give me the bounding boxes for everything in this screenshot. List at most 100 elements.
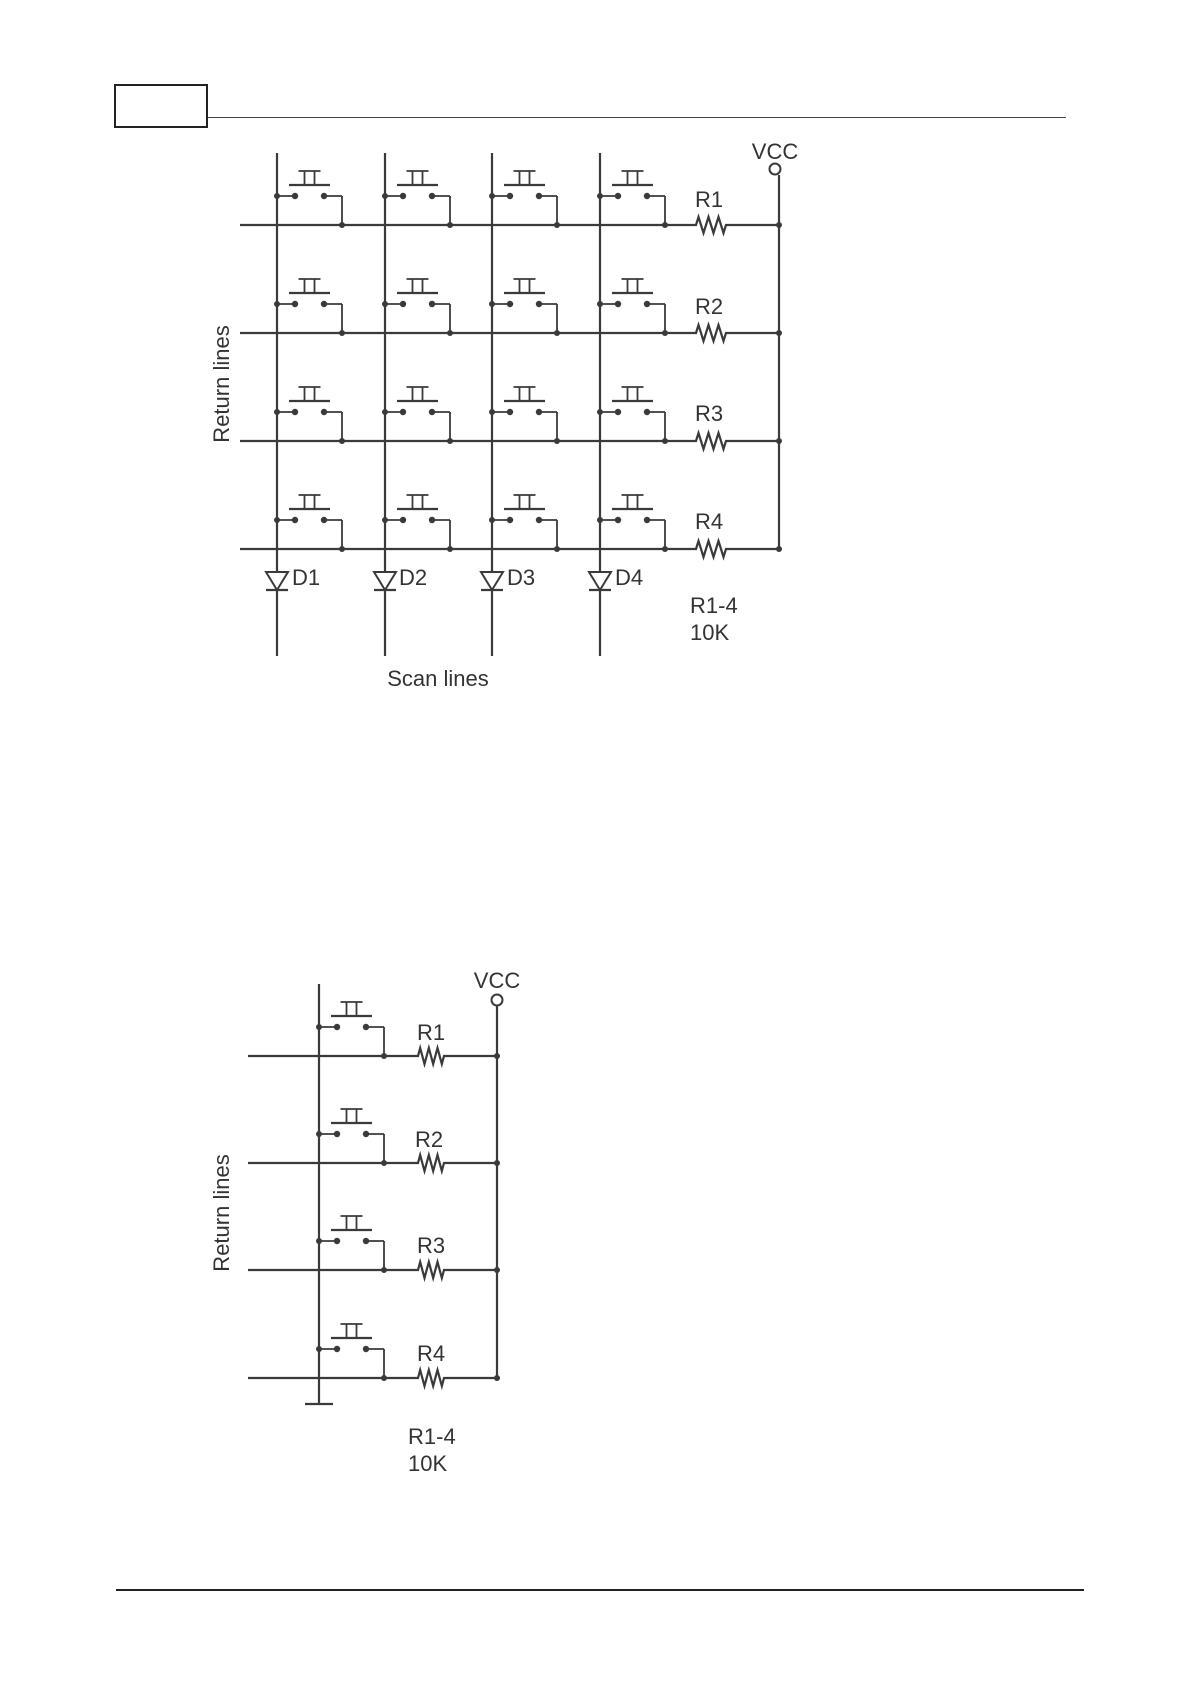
resistor-zigzag xyxy=(688,433,734,449)
switch-contact xyxy=(507,193,513,199)
resistor-label-r2: R2 xyxy=(415,1127,443,1152)
diode-label-d1: D1 xyxy=(292,565,320,590)
bottom-wires xyxy=(248,984,500,1404)
junction-dot xyxy=(554,438,560,444)
top-switches xyxy=(274,171,668,552)
switch-contact xyxy=(334,1346,340,1352)
resistor-group-label: R1-4 xyxy=(690,593,738,618)
junction-dot xyxy=(447,546,453,552)
push-button-switch xyxy=(382,387,453,444)
vcc-terminal xyxy=(492,995,503,1006)
push-button-switch xyxy=(597,171,668,228)
resistor xyxy=(688,541,734,557)
junction-dot xyxy=(274,409,280,415)
junction-dot xyxy=(489,193,495,199)
resistor-value-label: 10K xyxy=(408,1451,447,1476)
junction-dot xyxy=(382,409,388,415)
switch-contact xyxy=(292,409,298,415)
resistor xyxy=(410,1262,452,1278)
switch-contact xyxy=(615,517,621,523)
push-button-switch xyxy=(382,171,453,228)
junction-dot xyxy=(489,517,495,523)
push-button-switch xyxy=(597,495,668,552)
push-button-switch xyxy=(382,279,453,336)
switch-contact xyxy=(334,1238,340,1244)
junction-dot xyxy=(382,301,388,307)
switch-contact xyxy=(400,301,406,307)
diode-triangle xyxy=(589,572,611,590)
diode-triangle xyxy=(266,572,288,590)
resistor-label-r3: R3 xyxy=(695,401,723,426)
junction-dot xyxy=(662,546,668,552)
junction-dot xyxy=(382,517,388,523)
switch-contact xyxy=(507,301,513,307)
junction-dot xyxy=(274,517,280,523)
junction-dot xyxy=(339,330,345,336)
vcc-terminal xyxy=(770,164,781,175)
resistor-label-r1: R1 xyxy=(695,187,723,212)
junction-dot xyxy=(662,330,668,336)
junction-dot xyxy=(489,409,495,415)
diode xyxy=(266,572,288,590)
diode-label-d3: D3 xyxy=(507,565,535,590)
junction-dot xyxy=(339,438,345,444)
resistor-zigzag xyxy=(410,1048,452,1064)
resistor-label-r3: R3 xyxy=(417,1233,445,1258)
vcc-label: VCC xyxy=(752,139,799,164)
resistor xyxy=(410,1048,452,1064)
junction-dot xyxy=(339,222,345,228)
resistor xyxy=(688,433,734,449)
switch-contact xyxy=(334,1024,340,1030)
matrix-keyboard-diagram: VCC R1 R2 R3 R4 D1 D2 D3 D4 R1-4 10K Ret… xyxy=(209,139,798,691)
resistor-label-r2: R2 xyxy=(695,294,723,319)
switch-contact xyxy=(292,517,298,523)
return-lines-label: Return lines xyxy=(209,1154,234,1271)
junction-dot xyxy=(339,546,345,552)
junction-dot xyxy=(662,222,668,228)
diode xyxy=(374,572,396,590)
switch-contact xyxy=(334,1131,340,1137)
switch-contact xyxy=(507,409,513,415)
diode-label-d2: D2 xyxy=(399,565,427,590)
top-resistors xyxy=(688,217,734,557)
return-lines-label: Return lines xyxy=(209,325,234,442)
junction-dot xyxy=(597,517,603,523)
switch-contact xyxy=(615,193,621,199)
resistor-label-r4: R4 xyxy=(417,1341,445,1366)
diode-triangle xyxy=(374,572,396,590)
switch-contact xyxy=(400,409,406,415)
push-button-switch xyxy=(316,1324,387,1381)
switch-contact xyxy=(615,409,621,415)
junction-dot xyxy=(274,301,280,307)
junction-dot xyxy=(382,193,388,199)
junction-dot xyxy=(316,1238,322,1244)
junction-dot xyxy=(381,1053,387,1059)
resistor xyxy=(688,217,734,233)
push-button-switch xyxy=(489,279,560,336)
push-button-switch xyxy=(274,279,345,336)
push-button-switch xyxy=(489,171,560,228)
push-button-switch xyxy=(597,387,668,444)
push-button-switch xyxy=(274,495,345,552)
vcc-label: VCC xyxy=(474,968,521,993)
resistor-value-label: 10K xyxy=(690,620,729,645)
resistor-group-label: R1-4 xyxy=(408,1424,456,1449)
switch-contact xyxy=(400,193,406,199)
junction-dot xyxy=(554,222,560,228)
resistor xyxy=(410,1370,452,1386)
scan-lines-label: Scan lines xyxy=(387,666,489,691)
junction-dot xyxy=(447,438,453,444)
push-button-switch xyxy=(597,279,668,336)
junction-dot xyxy=(489,301,495,307)
junction-dot xyxy=(447,222,453,228)
bottom-resistors xyxy=(410,1048,452,1386)
junction-dot xyxy=(381,1267,387,1273)
junction-dot xyxy=(597,193,603,199)
bottom-switches xyxy=(316,1002,387,1381)
push-button-switch xyxy=(489,495,560,552)
junction-dot xyxy=(554,546,560,552)
resistor-zigzag xyxy=(688,217,734,233)
resistor-label-r4: R4 xyxy=(695,509,723,534)
